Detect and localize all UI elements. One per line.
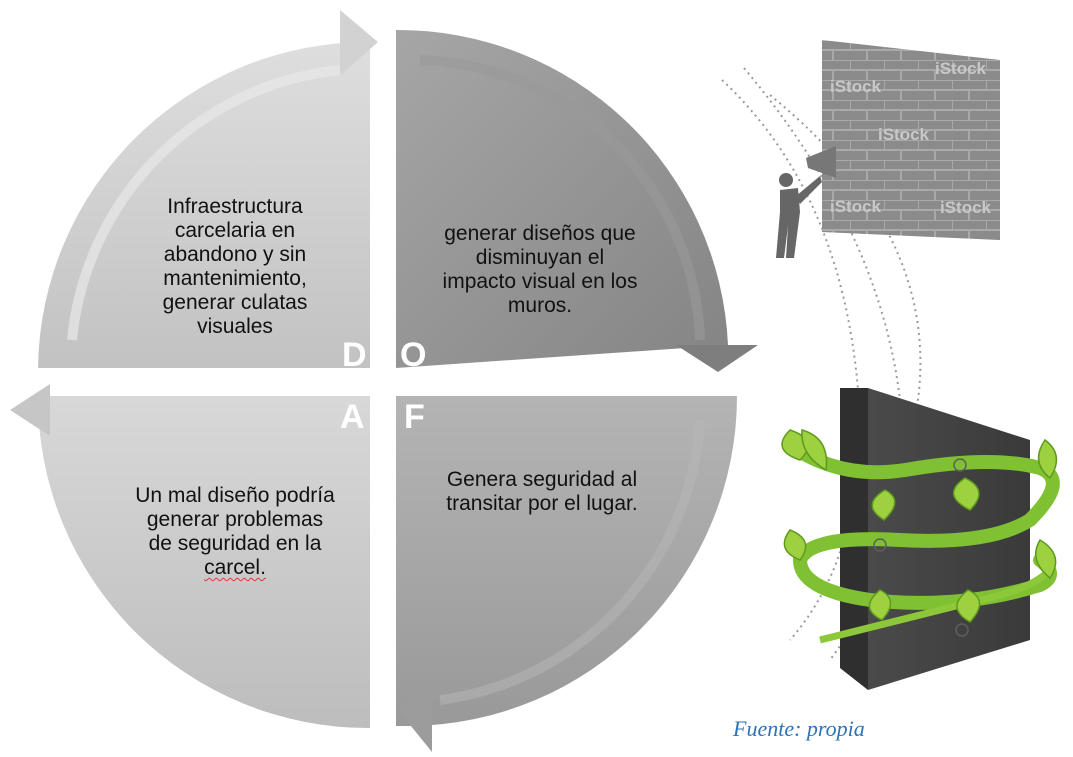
quadrant-o-shape <box>396 29 728 368</box>
text-line: Genera seguridad al <box>446 468 638 491</box>
text-line: mantenimiento, <box>163 267 307 290</box>
text-line: disminuyan el <box>475 246 605 269</box>
quadrant-a-arrowhead <box>10 384 50 436</box>
quadrant-f-shape <box>396 396 737 726</box>
watermark-spiral-2 <box>873 538 887 552</box>
watermark-istock-2: iStock <box>935 59 987 78</box>
quadrant-o-arrowhead <box>676 345 758 372</box>
text-line: Un mal diseño podría <box>135 484 335 507</box>
quadrant-f-arrowhead <box>398 676 432 752</box>
green-vine-icon <box>781 429 1060 644</box>
quadrant-d-text: Infraestructura carcelaria en abandono y… <box>120 195 350 339</box>
quadrant-a-shape <box>37 396 370 729</box>
letter-a: A <box>340 398 365 436</box>
watermark-spiral-1 <box>953 458 967 472</box>
watermark-istock-4: iStock <box>830 197 882 216</box>
quadrant-a-text: Un mal diseño podría generar problemas d… <box>100 484 370 580</box>
quadrant-d-arrowhead <box>340 10 378 76</box>
watermark-istock-5: iStock <box>940 198 992 217</box>
letter-d: D <box>342 336 367 374</box>
figure-source-caption: Fuente: propia <box>733 716 865 741</box>
text-line: generar problemas <box>146 508 324 531</box>
brick-wall-icon <box>822 40 1000 240</box>
text-line: abandono y sin <box>163 243 307 266</box>
watermark-istock-1: iStock <box>830 77 882 96</box>
quadrant-d-shape <box>38 41 370 368</box>
text-line: carcel. <box>204 556 266 579</box>
text-line: generar diseños que <box>444 222 636 245</box>
quadrant-f-text: Genera seguridad al transitar por el lug… <box>412 468 672 516</box>
letter-o: O <box>400 336 427 374</box>
quadrant-o-text: generar diseños que disminuyan el impact… <box>410 222 670 318</box>
text-line: generar culatas <box>162 291 308 314</box>
text-line: impacto visual en los <box>442 270 638 293</box>
text-line: transitar por el lugar. <box>446 492 638 515</box>
text-line: de seguridad en la <box>148 532 322 555</box>
text-line: carcelaria en <box>174 219 296 242</box>
watermark-spiral-3 <box>955 623 969 637</box>
person-with-megaphone-icon <box>776 146 836 258</box>
text-line: visuales <box>197 315 273 338</box>
watermark-istock-3: iStock <box>878 125 930 144</box>
letter-f: F <box>404 398 425 436</box>
text-line: Infraestructura <box>167 195 303 218</box>
text-line: muros. <box>507 294 573 317</box>
